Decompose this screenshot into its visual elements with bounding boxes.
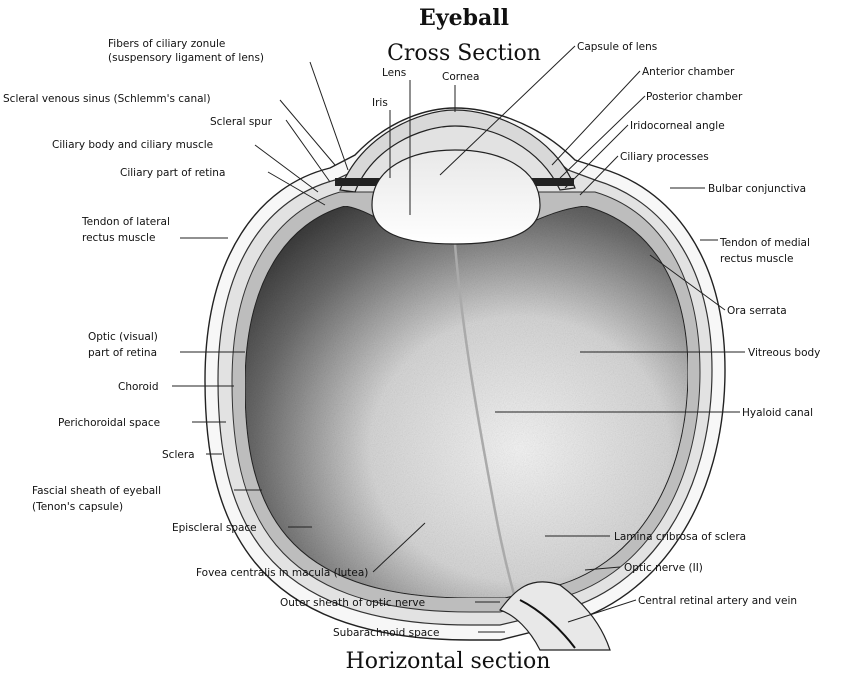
label-perichoroidal-space: Perichoroidal space	[58, 417, 160, 429]
label-lens: Lens	[382, 67, 406, 79]
label-ciliary-processes: Ciliary processes	[620, 151, 709, 163]
label-fascial-sheath-2: (Tenon's capsule)	[32, 501, 123, 513]
label-ciliary-part-retina: Ciliary part of retina	[120, 167, 225, 179]
label-hyaloid-canal: Hyaloid canal	[742, 407, 813, 419]
label-tendon-medial-2: rectus muscle	[720, 253, 793, 265]
lens-shape	[372, 150, 540, 244]
label-fascial-sheath-1: Fascial sheath of eyeball	[32, 485, 161, 497]
label-iridocorneal-angle: Iridocorneal angle	[630, 120, 725, 132]
label-scleral-spur: Scleral spur	[210, 116, 273, 128]
label-ciliary-body: Ciliary body and ciliary muscle	[52, 139, 213, 151]
label-tendon-medial-1: Tendon of medial	[719, 237, 810, 249]
label-subarachnoid-space: Subarachnoid space	[333, 627, 439, 639]
label-ora-serrata: Ora serrata	[727, 305, 787, 317]
label-sclera: Sclera	[162, 449, 195, 461]
diagram-subtitle: Cross Section	[387, 41, 541, 66]
label-fibers-1: Fibers of ciliary zonule	[108, 38, 225, 50]
label-cornea: Cornea	[442, 71, 479, 83]
label-fovea-centralis: Fovea centralis in macula (lutea)	[196, 567, 368, 579]
diagram-footer: Horizontal section	[346, 649, 551, 674]
label-capsule-of-lens: Capsule of lens	[577, 41, 657, 53]
label-iris: Iris	[372, 97, 388, 109]
label-fibers-2: (suspensory ligament of lens)	[108, 52, 264, 64]
label-central-retinal: Central retinal artery and vein	[638, 595, 797, 607]
label-anterior-chamber: Anterior chamber	[642, 66, 735, 78]
label-episcleral-space: Episcleral space	[172, 522, 257, 534]
label-bulbar-conjunctiva: Bulbar conjunctiva	[708, 183, 806, 195]
label-outer-sheath: Outer sheath of optic nerve	[280, 597, 425, 609]
label-optic-retina-2: part of retina	[88, 347, 157, 359]
label-scleral-venous-sinus: Scleral venous sinus (Schlemm's canal)	[3, 93, 211, 105]
label-tendon-lateral-1: Tendon of lateral	[81, 216, 170, 228]
label-vitreous-body: Vitreous body	[748, 347, 820, 359]
label-posterior-chamber: Posterior chamber	[646, 91, 743, 103]
label-choroid: Choroid	[118, 381, 159, 393]
label-tendon-lateral-2: rectus muscle	[82, 232, 155, 244]
label-lamina-cribrosa: Lamina cribrosa of sclera	[614, 531, 746, 543]
label-optic-retina-1: Optic (visual)	[88, 331, 158, 343]
label-optic-nerve: Optic nerve (II)	[624, 562, 703, 574]
diagram-title: Eyeball	[419, 5, 509, 31]
